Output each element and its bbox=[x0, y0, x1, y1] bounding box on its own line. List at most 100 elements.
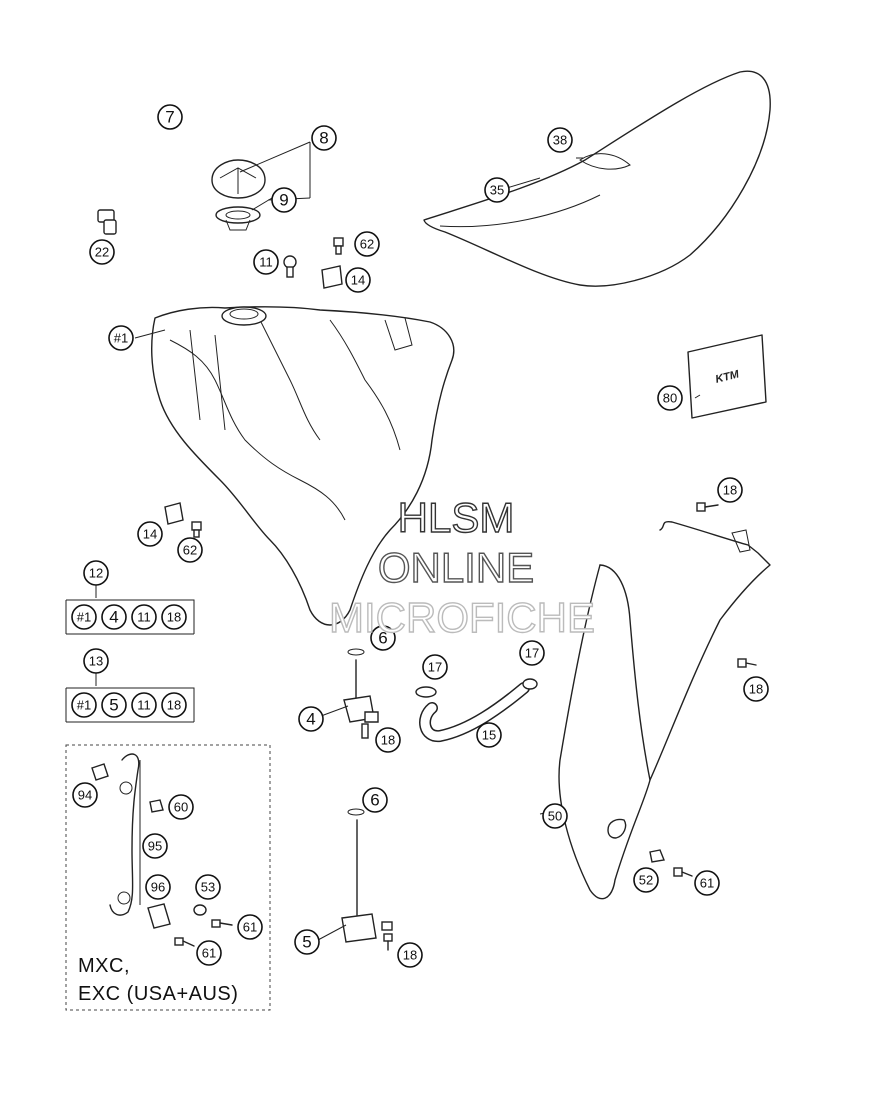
callout-8: 8 bbox=[311, 125, 337, 151]
watermark-line-2: ONLINE bbox=[378, 544, 534, 591]
callout-14-top: 14 bbox=[345, 267, 371, 293]
seat bbox=[423, 70, 771, 287]
callout-61-left-lower: 61 bbox=[196, 940, 222, 966]
washer-53 bbox=[193, 904, 207, 916]
callout-5: 5 bbox=[294, 929, 320, 955]
svg-text:8: 8 bbox=[319, 129, 328, 148]
callout-13: 13 bbox=[83, 648, 109, 674]
svg-text:17: 17 bbox=[525, 646, 539, 661]
watermark-line-3: MICROFICHE bbox=[329, 594, 595, 641]
callout-60: 60 bbox=[168, 794, 194, 820]
svg-text:18: 18 bbox=[167, 610, 181, 625]
svg-text:6: 6 bbox=[370, 791, 379, 810]
bushing-14-top bbox=[321, 265, 343, 289]
fuel-tap-upper bbox=[343, 648, 379, 739]
svg-text:61: 61 bbox=[202, 946, 216, 961]
callout-61-left-upper: 61 bbox=[237, 914, 263, 940]
svg-text:17: 17 bbox=[428, 660, 442, 675]
callout-22: 22 bbox=[89, 239, 115, 265]
kit-12-item-1: #1 bbox=[71, 604, 97, 630]
svg-text:4: 4 bbox=[306, 710, 315, 729]
svg-text:18: 18 bbox=[749, 682, 763, 697]
svg-text:50: 50 bbox=[548, 809, 562, 824]
kit-13-bracket bbox=[65, 672, 195, 723]
fuel-cap bbox=[211, 159, 266, 231]
side-cover bbox=[558, 520, 771, 900]
screw-61-right bbox=[673, 867, 693, 877]
callout-18-right: 18 bbox=[743, 676, 769, 702]
svg-text:12: 12 bbox=[89, 566, 103, 581]
mxc-variant-box bbox=[65, 744, 271, 1011]
svg-text:18: 18 bbox=[403, 948, 417, 963]
fuel-tank bbox=[151, 305, 455, 626]
svg-text:61: 61 bbox=[243, 920, 257, 935]
svg-text:96: 96 bbox=[151, 880, 165, 895]
callout-6-lower: 6 bbox=[362, 787, 388, 813]
callout-35: 35 bbox=[484, 177, 510, 203]
clip-96 bbox=[147, 903, 171, 929]
svg-text:5: 5 bbox=[302, 933, 311, 952]
callout-94: 94 bbox=[72, 782, 98, 808]
kit-13-item-5: 5 bbox=[101, 692, 127, 718]
callout-38: 38 bbox=[547, 127, 573, 153]
screw-61-left bbox=[174, 919, 233, 947]
callout-96: 96 bbox=[145, 874, 171, 900]
callout-62: 62 bbox=[177, 537, 203, 563]
screw-62-top bbox=[333, 237, 344, 255]
callout-50: 50 bbox=[542, 803, 568, 829]
svg-text:80: 80 bbox=[663, 391, 677, 406]
kit-13-item-18: 18 bbox=[161, 692, 187, 718]
svg-text:22: 22 bbox=[95, 245, 109, 260]
callout-17-left: 17 bbox=[422, 654, 448, 680]
callout-95: 95 bbox=[142, 833, 168, 859]
screw-18-tap bbox=[383, 933, 393, 951]
kit-12-item-4: 4 bbox=[101, 604, 127, 630]
fuel-tap-lower bbox=[341, 808, 393, 943]
svg-text:18: 18 bbox=[381, 733, 395, 748]
svg-text:15: 15 bbox=[482, 728, 496, 743]
mounting-bracket bbox=[109, 753, 141, 916]
svg-text:14: 14 bbox=[143, 527, 157, 542]
svg-text:14: 14 bbox=[351, 273, 365, 288]
svg-text:5: 5 bbox=[109, 696, 118, 715]
fuel-hose bbox=[419, 682, 530, 743]
svg-text:18: 18 bbox=[723, 483, 737, 498]
svg-text:35: 35 bbox=[490, 183, 504, 198]
callout-61-right: 61 bbox=[694, 870, 720, 896]
svg-text:9: 9 bbox=[279, 191, 288, 210]
svg-text:18: 18 bbox=[167, 698, 181, 713]
callout-18-tap-upper: 18 bbox=[375, 727, 401, 753]
kit-13-item-11: 11 bbox=[131, 692, 157, 718]
variant-note: MXC, EXC (USA+AUS) bbox=[78, 952, 238, 1008]
kit-13-item-1: #1 bbox=[71, 692, 97, 718]
spacer-94 bbox=[91, 763, 109, 781]
washer-52 bbox=[649, 849, 665, 863]
screw-18-right bbox=[696, 502, 719, 512]
screw-11 bbox=[283, 255, 297, 278]
callout-1: #1 bbox=[108, 325, 134, 351]
svg-text:60: 60 bbox=[174, 800, 188, 815]
kit-12-item-11: 11 bbox=[131, 604, 157, 630]
svg-text:53: 53 bbox=[201, 880, 215, 895]
svg-text:7: 7 bbox=[165, 108, 174, 127]
nut-60 bbox=[149, 799, 164, 813]
callout-62-top: 62 bbox=[354, 231, 380, 257]
svg-text:95: 95 bbox=[148, 839, 162, 854]
callout-14: 14 bbox=[137, 521, 163, 547]
svg-text:#1: #1 bbox=[77, 698, 91, 713]
hose-clamp bbox=[415, 678, 538, 698]
callout-9: 9 bbox=[271, 187, 297, 213]
svg-text:#1: #1 bbox=[77, 610, 91, 625]
callout-18-top-right: 18 bbox=[717, 477, 743, 503]
svg-text:13: 13 bbox=[89, 654, 103, 669]
callout-11: 11 bbox=[253, 249, 279, 275]
variant-note-line-2: EXC (USA+AUS) bbox=[78, 983, 239, 1005]
callout-7: 7 bbox=[157, 104, 183, 130]
svg-text:11: 11 bbox=[137, 610, 151, 625]
svg-text:11: 11 bbox=[259, 255, 273, 270]
svg-text:#1: #1 bbox=[114, 331, 128, 346]
screw-18-mid bbox=[737, 658, 757, 668]
svg-text:62: 62 bbox=[183, 543, 197, 558]
svg-text:52: 52 bbox=[639, 873, 653, 888]
